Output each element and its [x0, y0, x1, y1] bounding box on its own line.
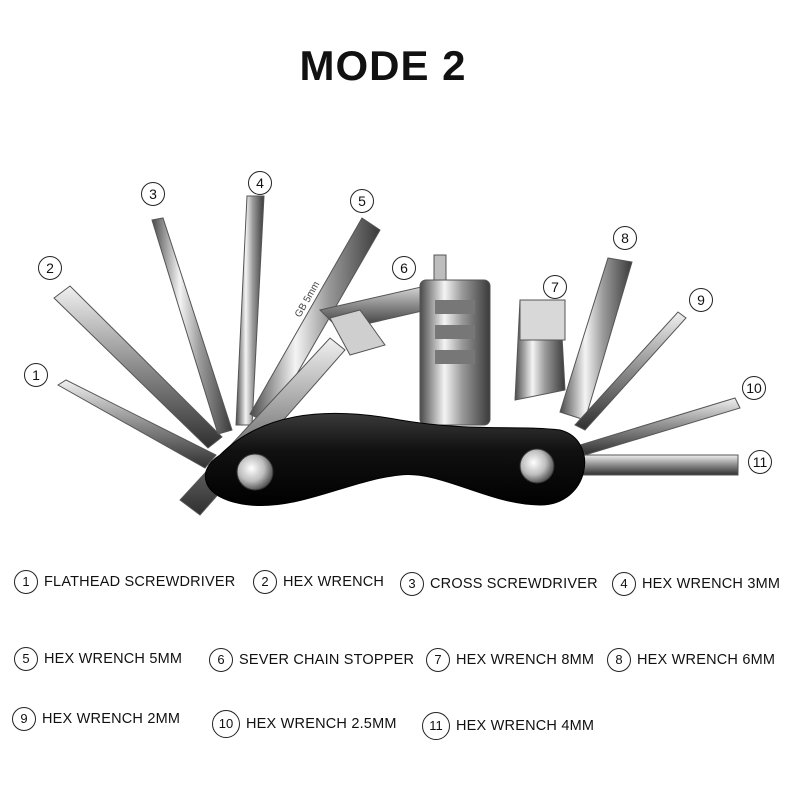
legend-number: 10: [212, 710, 240, 738]
legend-item-3: 3 CROSS SCREWDRIVER: [400, 572, 598, 596]
tool-3-cross-screwdriver: [151, 217, 233, 435]
callout-9: 9: [689, 288, 713, 312]
tool-1-flathead-screwdriver: [57, 379, 217, 469]
legend-number: 7: [426, 648, 450, 672]
callout-2: 2: [38, 256, 62, 280]
legend-number: 11: [422, 712, 450, 740]
legend-label: FLATHEAD SCREWDRIVER: [44, 574, 236, 590]
tool-9-hex-wrench-2mm: [574, 311, 687, 431]
callout-4: 4: [248, 171, 272, 195]
legend-item-2: 2 HEX WRENCH: [253, 570, 384, 594]
legend-label: SEVER CHAIN STOPPER: [239, 652, 415, 668]
legend-number: 9: [12, 707, 36, 731]
callout-11: 11: [748, 450, 772, 474]
callout-5: 5: [350, 189, 374, 213]
legend-item-9: 9 HEX WRENCH 2MM: [12, 707, 180, 731]
legend-item-10: 10 HEX WRENCH 2.5MM: [212, 710, 397, 738]
callout-3: 3: [141, 182, 165, 206]
tool-11-hex-wrench-4mm: [577, 454, 739, 476]
tool-body: [204, 412, 586, 507]
legend-item-6: 6 SEVER CHAIN STOPPER: [209, 648, 414, 672]
legend-number: 6: [209, 648, 233, 672]
legend-item-11: 11 HEX WRENCH 4MM: [422, 712, 594, 740]
multitool-illustration: GB 5mm: [53, 195, 741, 516]
legend-number: 4: [612, 572, 636, 596]
legend-number: 1: [14, 570, 38, 594]
legend-label: HEX WRENCH 2MM: [42, 711, 181, 727]
tool-7-hex-wrench-8mm: [514, 299, 566, 401]
legend-label: HEX WRENCH 2.5MM: [246, 716, 397, 732]
callout-1: 1: [24, 363, 48, 387]
tool-2-hex-wrench: [53, 285, 223, 449]
legend-label: CROSS SCREWDRIVER: [430, 576, 598, 592]
legend-label: HEX WRENCH: [283, 574, 385, 590]
callout-10: 10: [742, 376, 766, 400]
legend-item-7: 7 HEX WRENCH 8MM: [426, 648, 594, 672]
callout-7: 7: [543, 275, 567, 299]
callout-6: 6: [392, 256, 416, 280]
legend-label: HEX WRENCH 5MM: [44, 651, 183, 667]
legend-item-1: 1 FLATHEAD SCREWDRIVER: [14, 570, 235, 594]
tool-8-hex-wrench-6mm: [559, 257, 633, 421]
legend-item-5: 5 HEX WRENCH 5MM: [14, 647, 182, 671]
legend-item-8: 8 HEX WRENCH 6MM: [607, 648, 775, 672]
legend-label: HEX WRENCH 6MM: [637, 652, 776, 668]
legend-label: HEX WRENCH 4MM: [456, 718, 595, 734]
legend-item-4: 4 HEX WRENCH 3MM: [612, 572, 780, 596]
legend-label: HEX WRENCH 8MM: [456, 652, 595, 668]
page-title: MODE 2: [299, 42, 467, 89]
callout-8: 8: [613, 226, 637, 250]
legend-number: 8: [607, 648, 631, 672]
legend-number: 5: [14, 647, 38, 671]
legend-number: 3: [400, 572, 424, 596]
tool-4-hex-wrench: [235, 195, 265, 426]
legend-label: HEX WRENCH 3MM: [642, 576, 781, 592]
legend-number: 2: [253, 570, 277, 594]
